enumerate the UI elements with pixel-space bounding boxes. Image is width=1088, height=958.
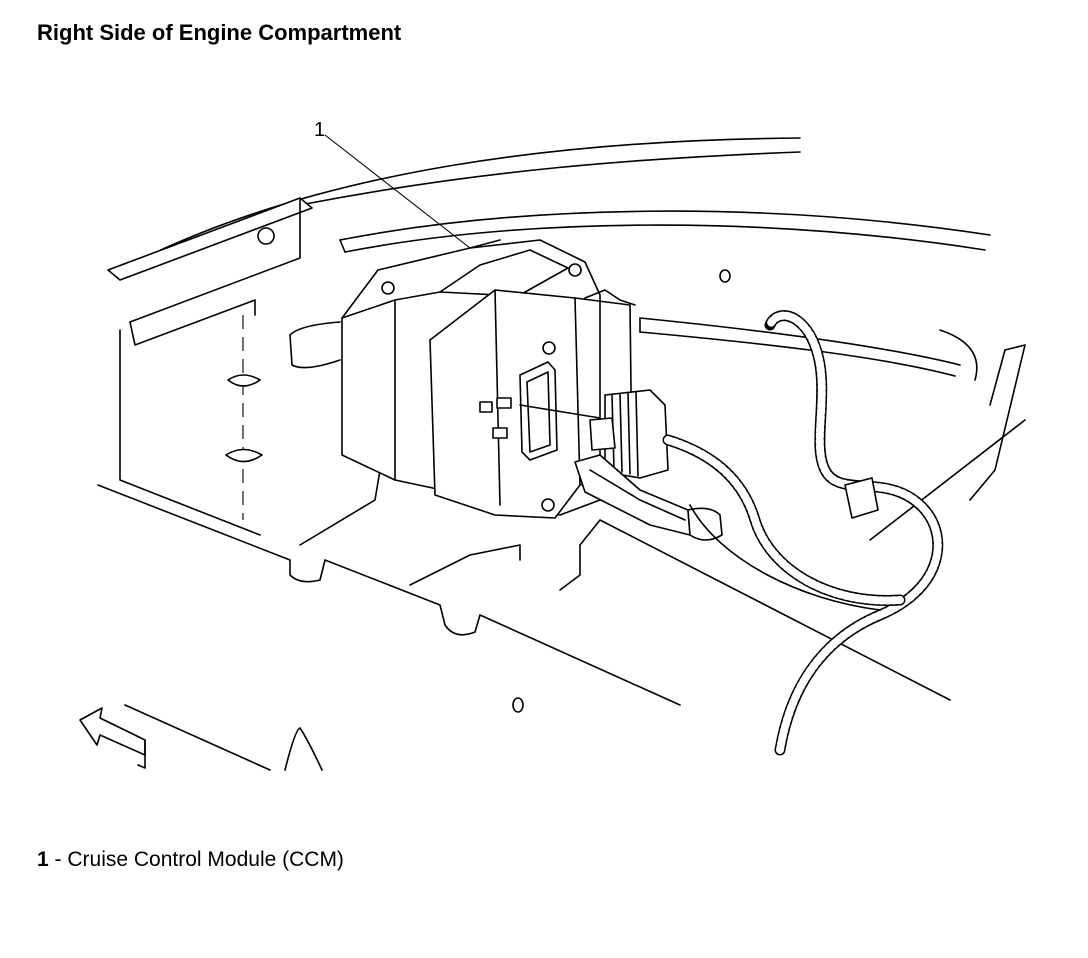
engine-compartment-diagram: 1 — [79, 119, 1026, 771]
fender-top-edge — [299, 151, 801, 206]
panel-dimple-lower — [225, 448, 263, 463]
legend-item-label: Cruise Control Module (CCM) — [67, 848, 344, 871]
legend: 1 - Cruise Control Module (CCM) — [37, 848, 344, 872]
front-direction-arrow-icon — [79, 707, 146, 756]
callout-leader-1 — [324, 134, 471, 249]
harness-conduit-long — [764, 310, 944, 756]
harness-clip — [844, 477, 879, 519]
legend-item: 1 - Cruise Control Module (CCM) — [37, 848, 344, 872]
floor-panel — [97, 484, 681, 706]
legend-item-separator: - — [48, 848, 68, 871]
fender-outline — [149, 137, 801, 256]
fender-rail-inner — [344, 224, 986, 253]
panel-dimple-upper — [227, 374, 261, 387]
left-bracket — [107, 197, 313, 281]
callout-number-1: 1 — [314, 119, 325, 141]
legend-item-number: 1 — [37, 848, 49, 871]
fender-rail — [339, 210, 991, 241]
page-title: Right Side of Engine Compartment — [37, 20, 402, 45]
